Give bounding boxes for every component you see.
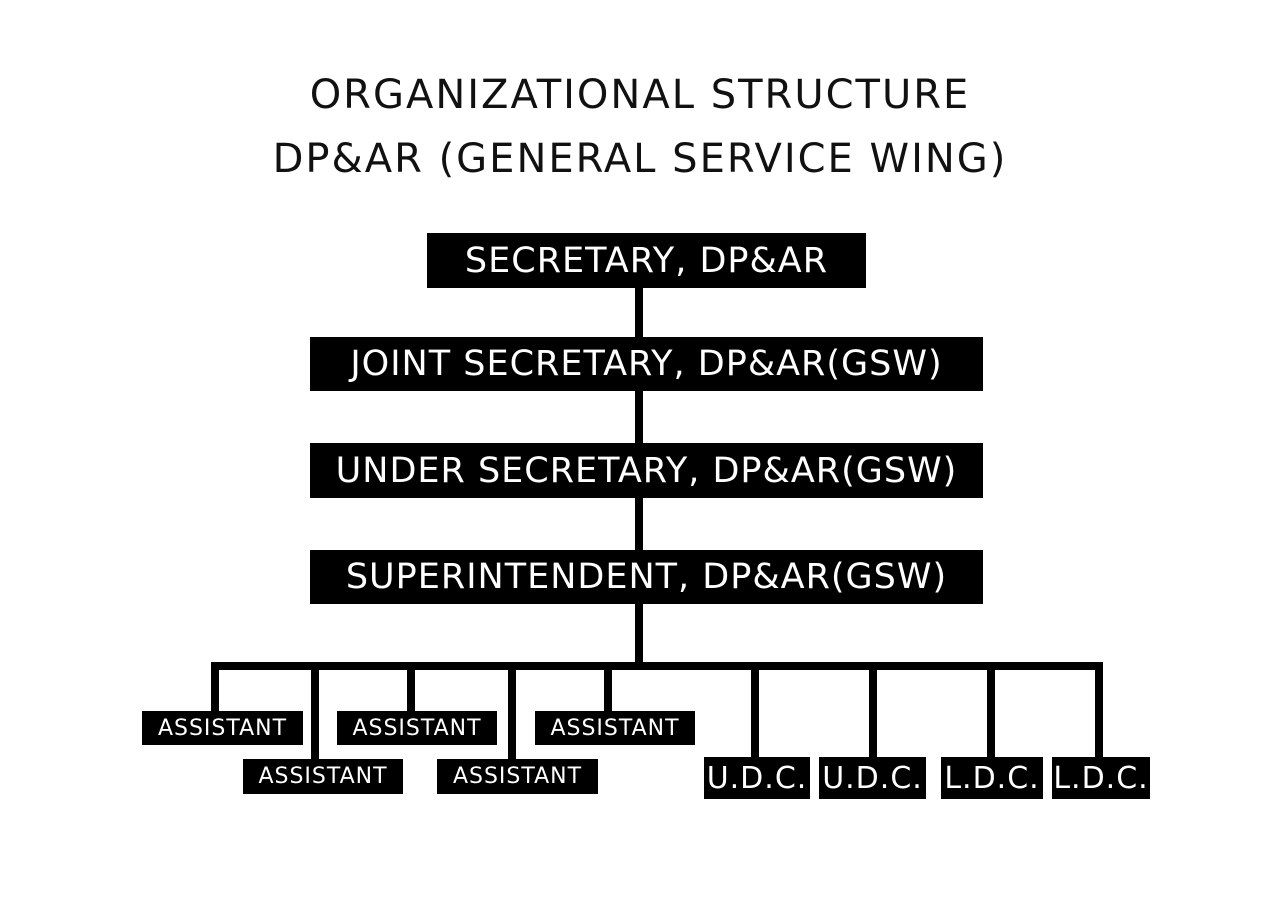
drop-line-udc-1 (751, 662, 759, 762)
drop-line-ldc-2 (1095, 662, 1103, 762)
node-under-secretary: UNDER SECRETARY, DP&AR(GSW) (310, 443, 983, 498)
node-ldc-1: L.D.C. (941, 757, 1043, 799)
node-assistant-2: ASSISTANT (243, 759, 403, 794)
drop-line-assistant-3 (407, 662, 415, 716)
drop-line-udc-2 (869, 662, 877, 762)
node-superintendent: SUPERINTENDENT, DP&AR(GSW) (310, 550, 983, 604)
node-udc-2: U.D.C. (819, 757, 926, 799)
node-assistant-1: ASSISTANT (142, 711, 303, 745)
drop-line-assistant-5 (604, 662, 612, 716)
drop-line-ldc-1 (987, 662, 995, 762)
node-ldc-2: L.D.C. (1052, 757, 1150, 799)
horizontal-branch-line (211, 662, 1103, 670)
title-line-1: ORGANIZATIONAL STRUCTURE (309, 72, 971, 118)
node-assistant-5: ASSISTANT (535, 711, 695, 745)
node-assistant-4: ASSISTANT (437, 759, 598, 794)
drop-line-assistant-4 (508, 662, 516, 764)
title-line-2: DP&AR (GENERAL SERVICE WING) (272, 136, 1008, 182)
drop-line-assistant-1 (211, 662, 219, 716)
node-secretary: SECRETARY, DP&AR (427, 233, 866, 288)
node-joint-secretary: JOINT SECRETARY, DP&AR(GSW) (310, 337, 983, 391)
drop-line-assistant-2 (311, 662, 319, 764)
node-assistant-3: ASSISTANT (337, 711, 497, 745)
node-udc-1: U.D.C. (704, 757, 810, 799)
